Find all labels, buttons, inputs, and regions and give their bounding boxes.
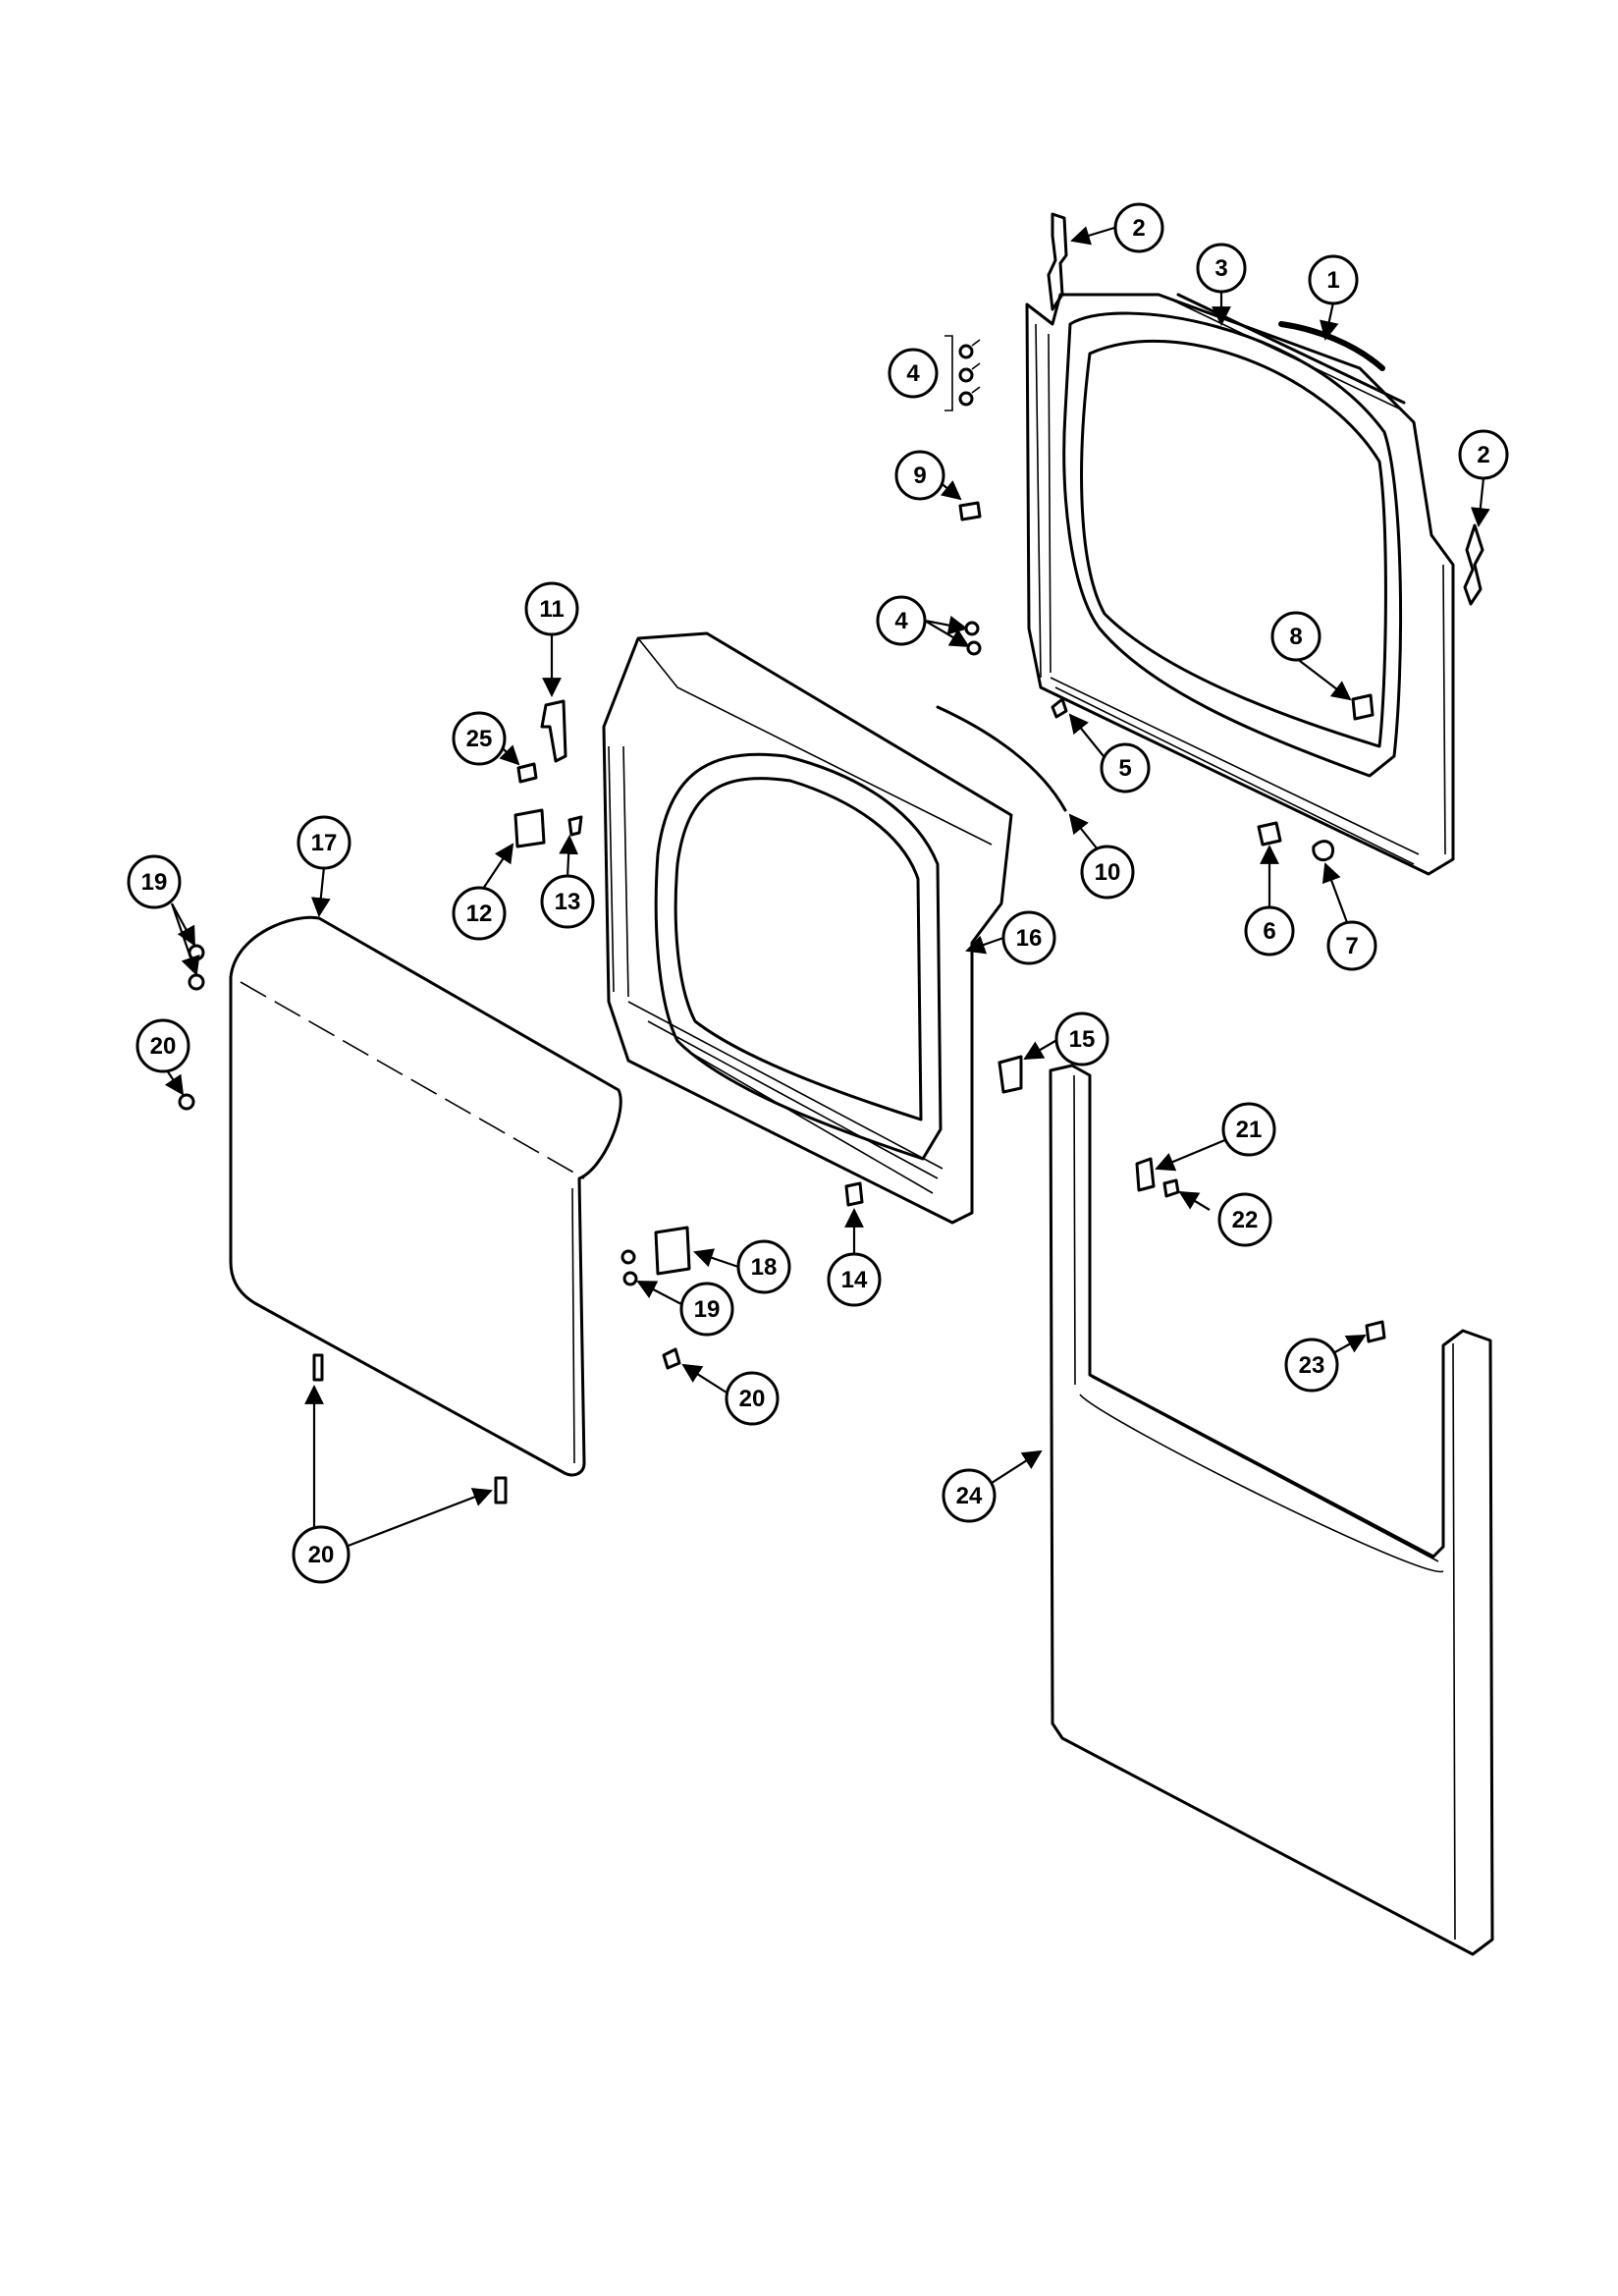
callout-12: 12 xyxy=(452,886,507,941)
svg-text:14: 14 xyxy=(841,1267,868,1293)
svg-text:4: 4 xyxy=(906,360,920,387)
callout-20-center: 20 xyxy=(725,1371,780,1426)
part-4-screws xyxy=(964,621,982,656)
rear-cabinet-frame xyxy=(1025,293,1455,876)
part-14-clip xyxy=(844,1181,864,1207)
svg-text:24: 24 xyxy=(956,1483,983,1509)
svg-text:18: 18 xyxy=(751,1254,778,1281)
part-2-bracket-upper xyxy=(1047,212,1068,311)
svg-text:15: 15 xyxy=(1069,1026,1096,1053)
part-4-screw-group xyxy=(944,335,981,411)
svg-text:22: 22 xyxy=(1232,1207,1259,1233)
callout-3: 3 xyxy=(1196,243,1247,294)
callout-4-lower: 4 xyxy=(876,595,927,646)
callout-13: 13 xyxy=(540,874,595,929)
svg-text:2: 2 xyxy=(1477,442,1489,468)
callout-18: 18 xyxy=(736,1239,791,1294)
part-18-hinge xyxy=(654,1226,691,1276)
svg-text:17: 17 xyxy=(311,830,338,856)
part-25-nut xyxy=(516,762,538,784)
callout-7: 7 xyxy=(1326,920,1377,971)
svg-text:5: 5 xyxy=(1118,755,1131,782)
svg-text:19: 19 xyxy=(141,869,168,896)
callout-2-right: 2 xyxy=(1458,429,1509,480)
svg-text:2: 2 xyxy=(1132,215,1145,242)
svg-text:11: 11 xyxy=(539,596,564,623)
svg-text:19: 19 xyxy=(694,1296,721,1323)
part-23-screw xyxy=(1365,1320,1386,1343)
svg-text:21: 21 xyxy=(1236,1117,1263,1143)
lower-front-panel xyxy=(1049,1064,1494,1956)
callout-1: 1 xyxy=(1308,254,1359,305)
callout-2-upper: 2 xyxy=(1113,202,1164,253)
svg-text:6: 6 xyxy=(1263,918,1275,945)
callout-11: 11 xyxy=(524,581,579,636)
callout-24: 24 xyxy=(942,1468,997,1523)
svg-text:20: 20 xyxy=(739,1386,766,1412)
part-8-clip xyxy=(1351,693,1375,721)
part-2-bracket-right xyxy=(1463,523,1484,606)
svg-text:25: 25 xyxy=(466,726,493,752)
callout-8: 8 xyxy=(1270,611,1321,662)
svg-text:23: 23 xyxy=(1299,1352,1325,1379)
part-6-clip xyxy=(1257,821,1282,847)
callout-21: 21 xyxy=(1221,1102,1276,1157)
svg-text:9: 9 xyxy=(913,463,926,489)
callout-19-center: 19 xyxy=(679,1282,734,1337)
part-20-screw xyxy=(662,1347,681,1370)
part-11-bracket xyxy=(540,699,567,763)
callout-17: 17 xyxy=(297,815,351,870)
part-15-clip xyxy=(998,1055,1023,1094)
part-10-seal-arc xyxy=(936,705,1067,812)
svg-text:1: 1 xyxy=(1326,267,1339,294)
front-top-panel xyxy=(229,915,622,1477)
part-20-screw xyxy=(494,1476,508,1504)
callout-16: 16 xyxy=(1001,910,1056,965)
part-7-clip xyxy=(1312,840,1334,862)
front-bulkhead xyxy=(602,631,1013,1225)
part-19-screw xyxy=(622,1271,638,1286)
part-20-screw xyxy=(312,1353,324,1382)
part-5-screw xyxy=(1051,697,1068,719)
callout-9: 9 xyxy=(894,450,945,501)
part-20-screw xyxy=(178,1093,195,1111)
callout-14: 14 xyxy=(827,1252,882,1307)
part-21-clip xyxy=(1135,1157,1156,1192)
svg-text:7: 7 xyxy=(1345,933,1358,959)
svg-text:3: 3 xyxy=(1214,255,1227,282)
svg-text:20: 20 xyxy=(308,1542,335,1568)
part-13-screw xyxy=(567,815,583,837)
svg-text:4: 4 xyxy=(894,608,908,634)
callout-20-bottom: 20 xyxy=(292,1525,351,1584)
callout-4-upper: 4 xyxy=(888,348,939,399)
svg-text:13: 13 xyxy=(555,889,581,915)
callout-10: 10 xyxy=(1080,845,1135,900)
svg-text:10: 10 xyxy=(1095,859,1121,886)
svg-text:20: 20 xyxy=(150,1033,177,1060)
callout-22: 22 xyxy=(1217,1192,1272,1247)
svg-text:16: 16 xyxy=(1016,925,1043,952)
callout-15: 15 xyxy=(1054,1011,1109,1066)
callout-5: 5 xyxy=(1100,742,1151,793)
part-19-screw xyxy=(620,1249,636,1265)
callout-19-left: 19 xyxy=(127,854,182,909)
callout-23: 23 xyxy=(1284,1338,1339,1393)
part-9-nut xyxy=(958,501,982,521)
part-12-hinge xyxy=(513,808,546,848)
part-22-screw xyxy=(1162,1178,1180,1198)
callout-25: 25 xyxy=(452,711,507,766)
part-19-screw xyxy=(188,973,205,991)
svg-text:8: 8 xyxy=(1289,624,1302,650)
callout-20-left: 20 xyxy=(135,1018,190,1073)
svg-text:12: 12 xyxy=(466,901,493,927)
callout-6: 6 xyxy=(1244,905,1295,957)
